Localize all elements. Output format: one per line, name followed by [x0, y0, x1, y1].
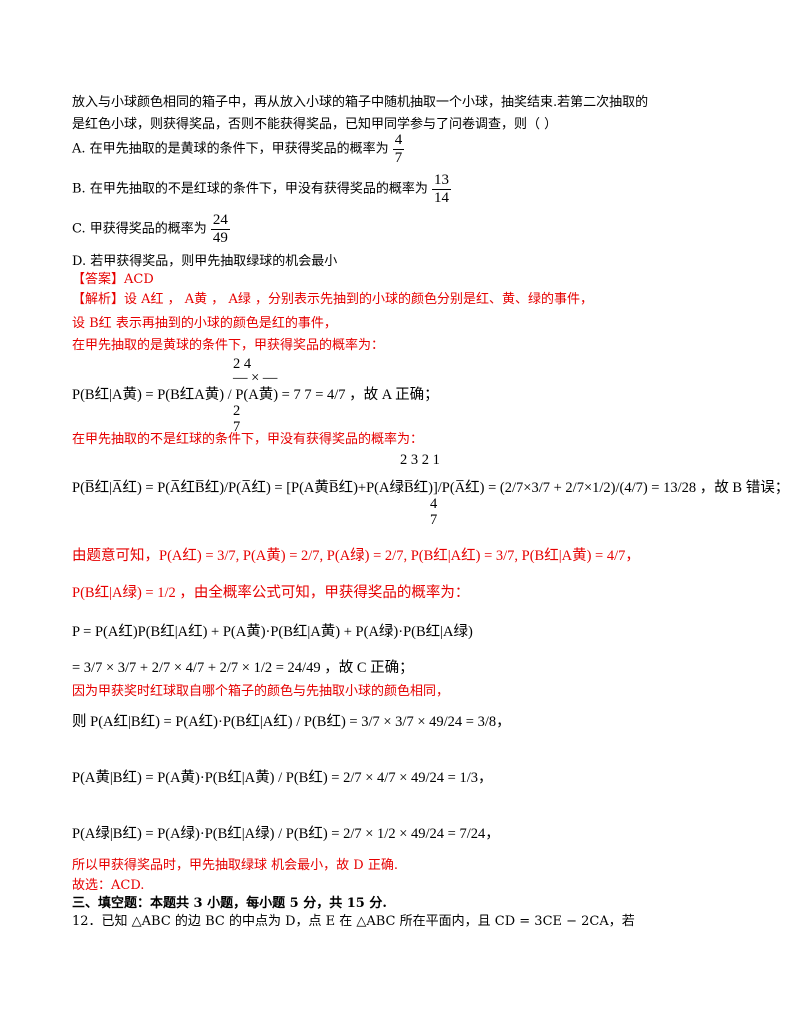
- option-b: B. 在甲先抽取的不是红球的条件下，甲没有获得奖品的概率为 13 14: [72, 172, 451, 207]
- option-b-text: B. 在甲先抽取的不是红球的条件下，甲没有获得奖品的概率为: [72, 181, 428, 197]
- reason-line: 因为甲获奖时红球取自哪个箱子的颜色与先抽取小球的颜色相同，: [72, 684, 450, 699]
- option-b-denominator: 14: [433, 190, 449, 206]
- bayes-red-line: 则 P(A红|B红) = P(A红)·P(B红|A红) / P(B红) = 3/…: [72, 714, 511, 730]
- formula-a-line-1: 2 4: [233, 356, 252, 372]
- question-stem-line-1: 放入与小球颜色相同的箱子中，再从放入小球的箱子中随机抽取一个小球，抽奖结束.若第…: [72, 95, 649, 110]
- option-a: A. 在甲先抽取的是黄球的条件下，甲获得奖品的概率为 4 7: [72, 132, 405, 167]
- option-a-fraction: 4 7: [392, 132, 405, 167]
- formula-b-line-4: 7: [430, 512, 438, 528]
- option-c-denominator: 49: [212, 230, 228, 246]
- option-c: C. 甲获得奖品的概率为 24 49: [72, 212, 230, 247]
- answer-line: 【答案】ACD: [72, 272, 154, 287]
- formula-a-line-3: P(B红|A黄) = P(B红A黄) / P(A黄) = 7 7 = 4/7 ，…: [72, 387, 439, 403]
- option-c-text: C. 甲获得奖品的概率为: [72, 221, 207, 237]
- given-values-line-1: 由题意可知，P(A红) = 3/7, P(A黄) = 2/7, P(A绿) = …: [72, 548, 640, 564]
- choose-line: 故选：ACD.: [72, 878, 145, 893]
- formula-a-line-2: — × —: [233, 370, 278, 386]
- option-d: D. 若甲获得奖品，则甲先抽取绿球的机会最小: [72, 254, 338, 269]
- option-a-denominator: 7: [394, 150, 403, 166]
- total-probability-line-2: = 3/7 × 3/7 + 2/7 × 4/7 + 2/7 × 1/2 = 24…: [72, 660, 414, 676]
- option-c-fraction: 24 49: [210, 212, 230, 247]
- question-12: 12．已知 △ABC 的边 BC 的中点为 D，点 E 在 △ABC 所在平面内…: [72, 914, 635, 929]
- bayes-yellow-line: P(A黄|B红) = P(A黄)·P(B红|A黄) / P(B红) = 2/7 …: [72, 770, 493, 786]
- section-3-header: 三、填空题：本题共 3 小题，每小题 5 分，共 15 分.: [72, 896, 387, 911]
- option-c-numerator: 24: [210, 212, 230, 230]
- given-values-line-2: P(B红|A绿) = 1/2 ，由全概率公式可知，甲获得奖品的概率为：: [72, 585, 470, 601]
- conclusion-line: 所以甲获得奖品时，甲先抽取绿球 机会最小，故 D 正确.: [72, 858, 398, 873]
- option-b-fraction: 13 14: [431, 172, 451, 207]
- total-probability-line-1: P = P(A红)P(B红|A红) + P(A黄)·P(B红|A黄) + P(A…: [72, 624, 473, 640]
- condition-not-red-text: 在甲先抽取的不是红球的条件下，甲没有获得奖品的概率为：: [72, 432, 424, 447]
- option-b-numerator: 13: [431, 172, 451, 190]
- formula-a-line-4: 2: [233, 403, 241, 419]
- formula-b-line-1: 2 3 2 1: [400, 452, 440, 468]
- formula-b-line-3: 4: [430, 496, 438, 512]
- option-a-text: A. 在甲先抽取的是黄球的条件下，甲获得奖品的概率为: [72, 141, 389, 157]
- formula-b-line-2: P(B̅红|A̅红) = P(A̅红B̅红)/P(A̅红) = [P(A黄B̅红…: [72, 480, 790, 496]
- formula-a-line-5: 7: [233, 419, 241, 435]
- question-stem-line-2: 是红色小球，则获得奖品，否则不能获得奖品，已知甲同学参与了问卷调查，则（ ）: [72, 117, 558, 132]
- condition-yellow-text: 在甲先抽取的是黄球的条件下，甲获得奖品的概率为：: [72, 338, 385, 353]
- bayes-green-line: P(A绿|B红) = P(A绿)·P(B红|A绿) / P(B红) = 2/7 …: [72, 826, 500, 842]
- option-a-numerator: 4: [392, 132, 405, 150]
- analysis-line-1: 【解析】设 A红 ， A黄 ， A绿 ，分别表示先抽到的小球的颜色分别是红、黄、…: [72, 292, 593, 307]
- analysis-line-2: 设 B红 表示再抽到的小球的颜色是红的事件，: [72, 316, 337, 331]
